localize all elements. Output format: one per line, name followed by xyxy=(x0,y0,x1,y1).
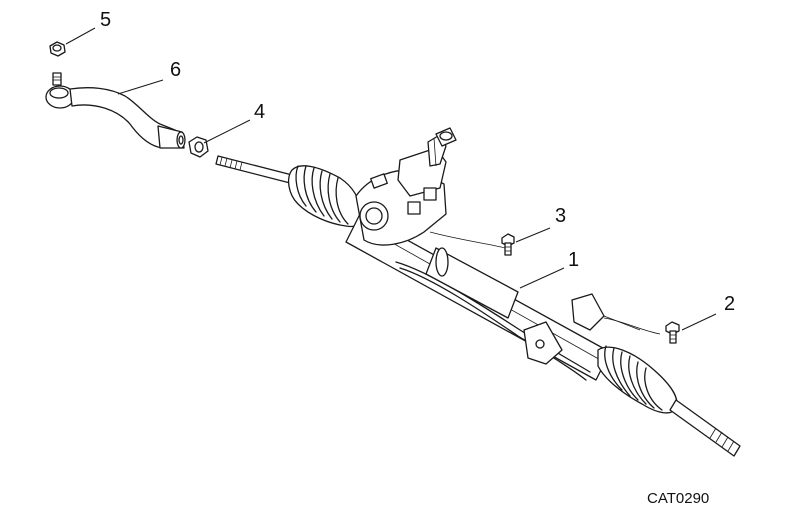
part-4-lock-nut[interactable] xyxy=(188,136,209,158)
callout-1: 1 xyxy=(568,249,580,271)
leader-lines xyxy=(65,27,717,331)
callout-6: 6 xyxy=(170,59,182,81)
callout-3: 3 xyxy=(555,205,567,227)
callout-2: 2 xyxy=(724,293,736,315)
part-5-nut[interactable] xyxy=(49,41,66,57)
part-6-tie-rod-end[interactable] xyxy=(45,72,186,149)
catalog-code: CAT0290 xyxy=(647,490,710,507)
callout-4: 4 xyxy=(254,101,266,123)
part-3-bolt[interactable] xyxy=(501,233,515,256)
callout-5: 5 xyxy=(100,9,112,31)
part-1-steering-rack[interactable] xyxy=(215,127,741,457)
part-2-bolt[interactable] xyxy=(665,321,680,344)
